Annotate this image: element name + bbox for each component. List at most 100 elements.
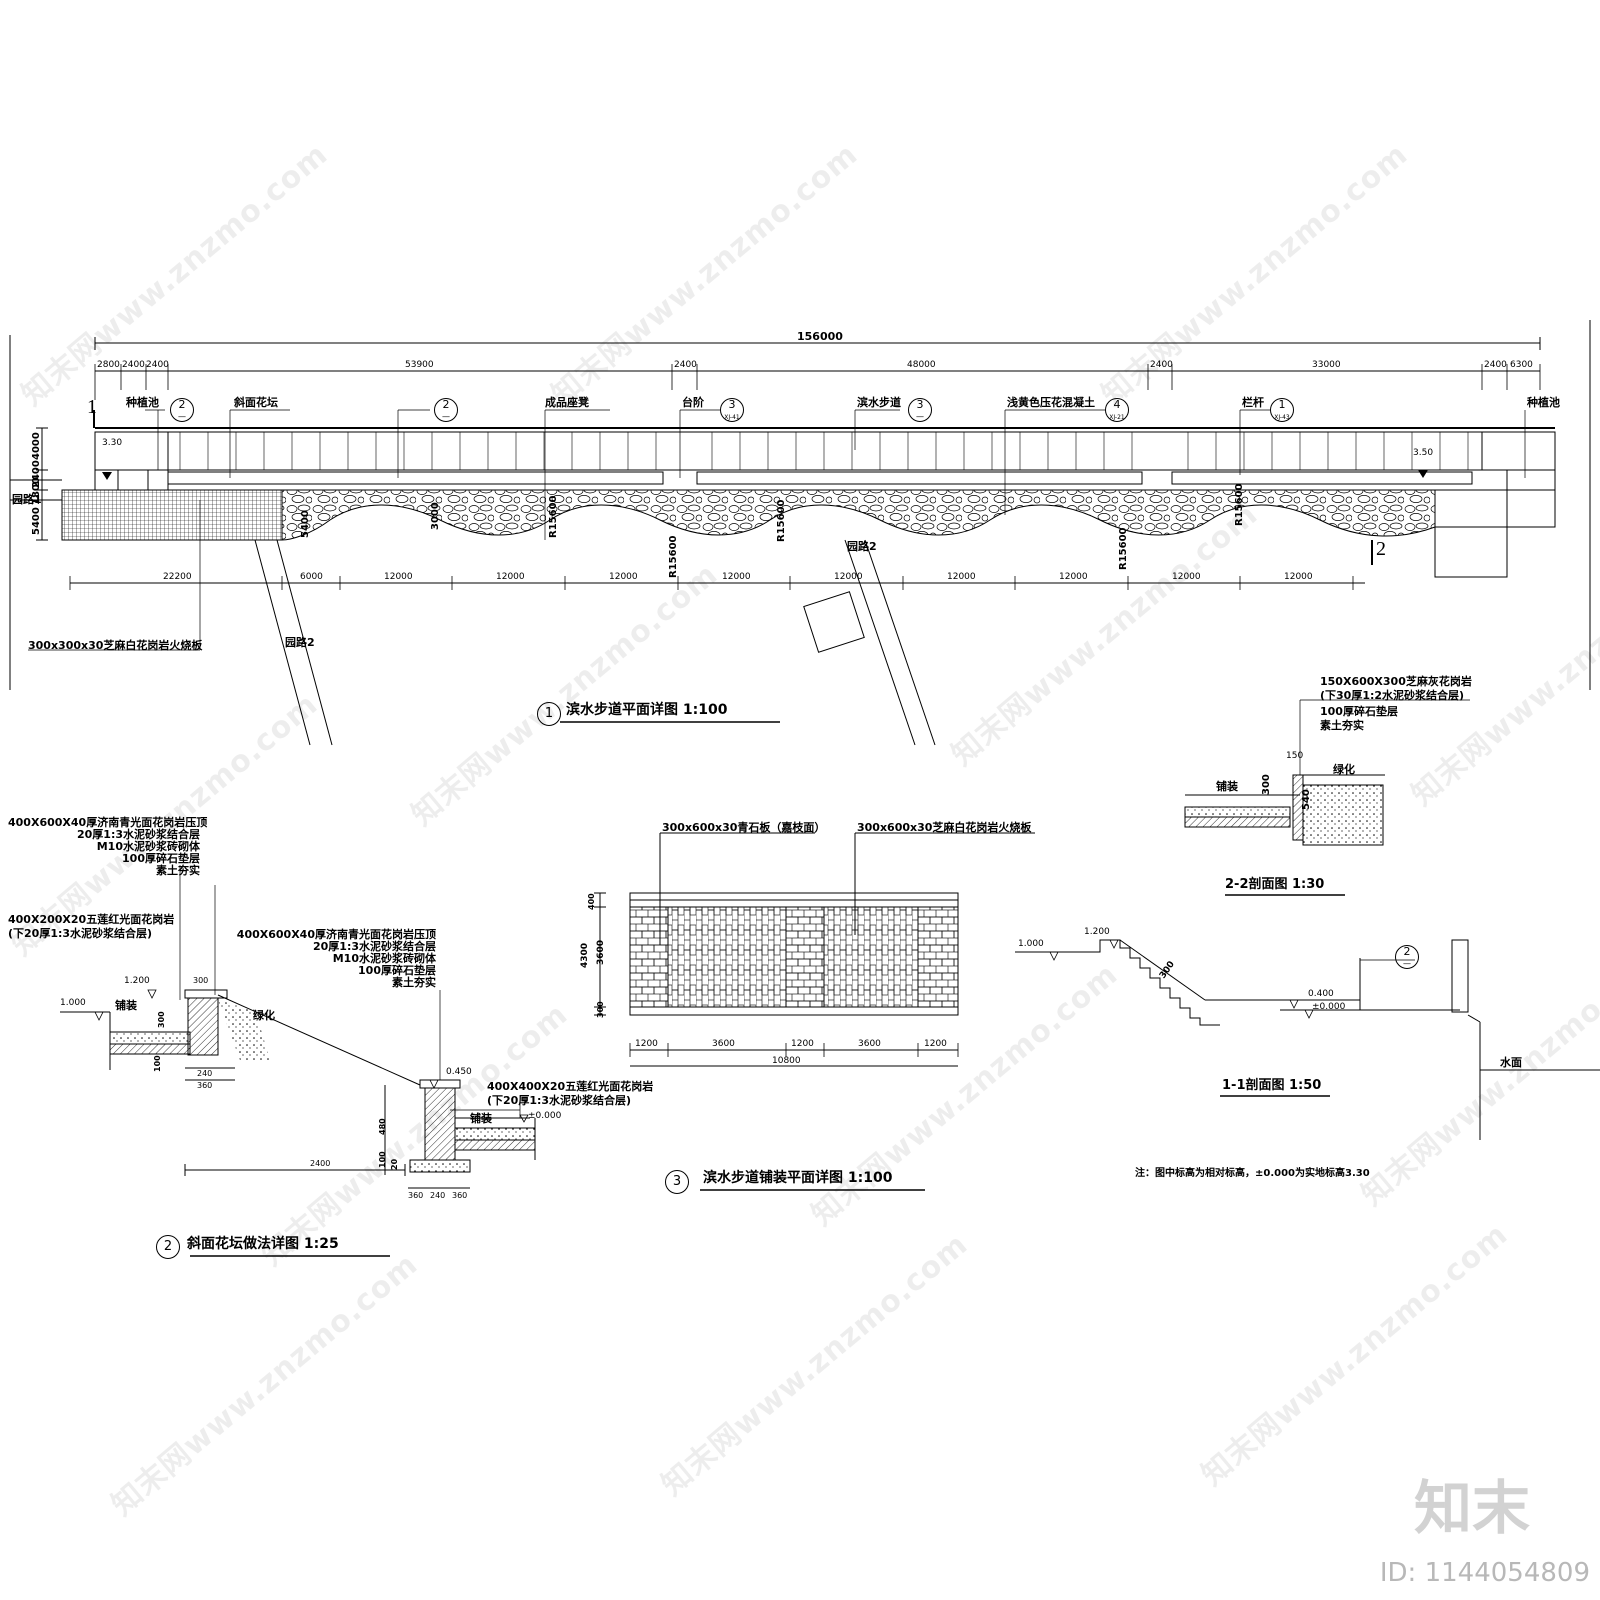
label-paving: 铺装 bbox=[470, 1112, 492, 1125]
paving-dim: 1200 bbox=[791, 1039, 814, 1049]
sec22-spec: 100厚碎石垫层 bbox=[1320, 705, 1398, 718]
plan-top-dim: 2400 bbox=[122, 360, 145, 370]
bottom-dim: 12000 bbox=[609, 572, 638, 582]
plan-top-dim: 33000 bbox=[1312, 360, 1341, 370]
sec22-spec: (下30厚1:2水泥砂浆结合层) bbox=[1320, 689, 1465, 702]
paving-number-circle: 3 bbox=[665, 1170, 689, 1194]
section-mark-1: 1 bbox=[87, 396, 97, 418]
radius-label: R15600 bbox=[548, 495, 559, 539]
sec22-spec: 150X600X300芝麻灰花岗岩 bbox=[1320, 675, 1472, 688]
slope-dim: 300 bbox=[193, 976, 209, 985]
callout-bubble: 3— bbox=[908, 398, 932, 422]
radius-label: R15600 bbox=[776, 499, 787, 543]
paving-label-a: 300x600x30青石板（嘉枝面） bbox=[662, 821, 826, 834]
plan-number-circle: 1 bbox=[537, 702, 561, 726]
label-road2: 园路2 bbox=[847, 540, 877, 553]
brand-logo: 知末 bbox=[1413, 1474, 1530, 1542]
slope-spec-mid: 400X600X40厚济南青光面花岗岩压顶 20厚1:3水泥砂浆结合层 M10水… bbox=[236, 928, 436, 989]
label-walkway: 滨水步道 bbox=[857, 396, 901, 409]
label-bench: 成品座凳 bbox=[545, 396, 589, 409]
slope-dim: 100 bbox=[153, 1055, 162, 1072]
plan-top-dim: 2800 bbox=[97, 360, 120, 370]
label-slope-bed: 斜面花坛 bbox=[234, 396, 278, 409]
bottom-dim: 12000 bbox=[834, 572, 863, 582]
plan-top-dim: 48000 bbox=[907, 360, 936, 370]
elevation-right: 3.50 bbox=[1413, 448, 1434, 458]
sec22-dim: 540 bbox=[1301, 789, 1312, 810]
plan-top-dim: 6300 bbox=[1510, 360, 1533, 370]
bottom-dim: 12000 bbox=[1284, 572, 1313, 582]
plan-top-dim: 2400 bbox=[1150, 360, 1173, 370]
paving-dim: 1200 bbox=[635, 1039, 658, 1049]
sec11-elev: 1.200 bbox=[1084, 927, 1110, 937]
bottom-dim: 6000 bbox=[300, 572, 323, 582]
bottom-dim: 22200 bbox=[163, 572, 192, 582]
slope-spec-right: 400X400X20五莲红光面花岗岩 bbox=[487, 1080, 654, 1093]
bottom-dim: 12000 bbox=[384, 572, 413, 582]
sec11-water: 水面 bbox=[1500, 1056, 1522, 1069]
slope-spec-left: (下20厚1:3水泥砂浆结合层) bbox=[8, 927, 153, 940]
sec11-callout: 2— bbox=[1395, 945, 1419, 969]
sec22-dim: 150 bbox=[1286, 751, 1304, 761]
slope-dim: 20 bbox=[390, 1158, 399, 1170]
slope-dim: 240 bbox=[430, 1191, 446, 1200]
section-mark-2: 2 bbox=[1376, 538, 1386, 560]
sec11-title: 1-1剖面图 1:50 bbox=[1222, 1078, 1322, 1093]
sec11-elev: ±0.000 bbox=[1312, 1002, 1346, 1012]
slope-dim: 480 bbox=[378, 1118, 387, 1135]
paving-dim: 3600 bbox=[712, 1039, 735, 1049]
bottom-dim: 12000 bbox=[1172, 572, 1201, 582]
paving-dim-v: 400 bbox=[587, 893, 596, 910]
label-railing: 栏杆 bbox=[1242, 396, 1264, 409]
label-green: 绿化 bbox=[253, 1009, 275, 1022]
slope-dim: 300 bbox=[157, 1011, 166, 1028]
callout-bubble: 2— bbox=[434, 398, 458, 422]
slope-dim: 360 bbox=[408, 1191, 424, 1200]
paving-dim-v: 300 bbox=[596, 1001, 605, 1018]
slope-dim: 100 bbox=[378, 1151, 387, 1168]
elevation: 1.000 bbox=[60, 998, 86, 1008]
left-dim: 4000 bbox=[31, 432, 42, 460]
note: 注：图中标高为相对标高，±0.000为实地标高3.30 bbox=[1135, 1168, 1370, 1179]
paving-total-dim: 10800 bbox=[772, 1056, 801, 1066]
plan-top-dim: 2400 bbox=[146, 360, 169, 370]
plan-top-dim: 2400 bbox=[674, 360, 697, 370]
slope-number-circle: 2 bbox=[156, 1235, 180, 1259]
radius-label: R15600 bbox=[1234, 483, 1245, 527]
paving-label-b: 300x600x30芝麻白花岗岩火烧板 bbox=[857, 821, 1032, 834]
sec22-spec: 素土夯实 bbox=[1320, 719, 1364, 732]
label-steps: 台阶 bbox=[682, 396, 704, 409]
plan-title: 滨水步道平面详图 1:100 bbox=[566, 702, 728, 718]
elevation: 1.200 bbox=[124, 976, 150, 986]
left-dim: 5400 bbox=[31, 507, 42, 535]
plan-top-dim: 2400 bbox=[1484, 360, 1507, 370]
paving-dim-v: 3600 bbox=[596, 939, 606, 965]
slope-dim: 2400 bbox=[310, 1159, 331, 1168]
slope-spec-top: 400X600X40厚济南青光面花岗岩压顶 20厚1:3水泥砂浆结合层 M10水… bbox=[8, 816, 208, 877]
label-road1: 园路1 bbox=[12, 493, 42, 506]
label-plant-pool-right: 种植池 bbox=[1527, 396, 1560, 409]
paving-dim: 3600 bbox=[858, 1039, 881, 1049]
dim-5400: 5400 bbox=[300, 510, 311, 538]
callout-bubble: 2— bbox=[170, 398, 194, 422]
elevation: ±0.000 bbox=[528, 1111, 562, 1121]
paving-title: 滨水步道铺装平面详图 1:100 bbox=[703, 1170, 893, 1186]
elevation-left: 3.30 bbox=[102, 438, 123, 448]
sec22-green: 绿化 bbox=[1333, 763, 1355, 776]
slope-dim: 240 bbox=[197, 1069, 213, 1078]
plan-total-dim: 156000 bbox=[797, 330, 843, 343]
paving-dim: 1200 bbox=[924, 1039, 947, 1049]
image-id: ID: 1144054809 bbox=[1379, 1558, 1590, 1588]
sec22-paving: 铺装 bbox=[1216, 780, 1238, 793]
label-paving: 铺装 bbox=[115, 999, 137, 1012]
dim-3000: 3000 bbox=[430, 502, 441, 530]
slope-dim: 360 bbox=[452, 1191, 468, 1200]
bottom-dim: 12000 bbox=[722, 572, 751, 582]
sec22-dim: 300 bbox=[1261, 774, 1272, 795]
label-plant-pool-left: 种植池 bbox=[126, 396, 159, 409]
